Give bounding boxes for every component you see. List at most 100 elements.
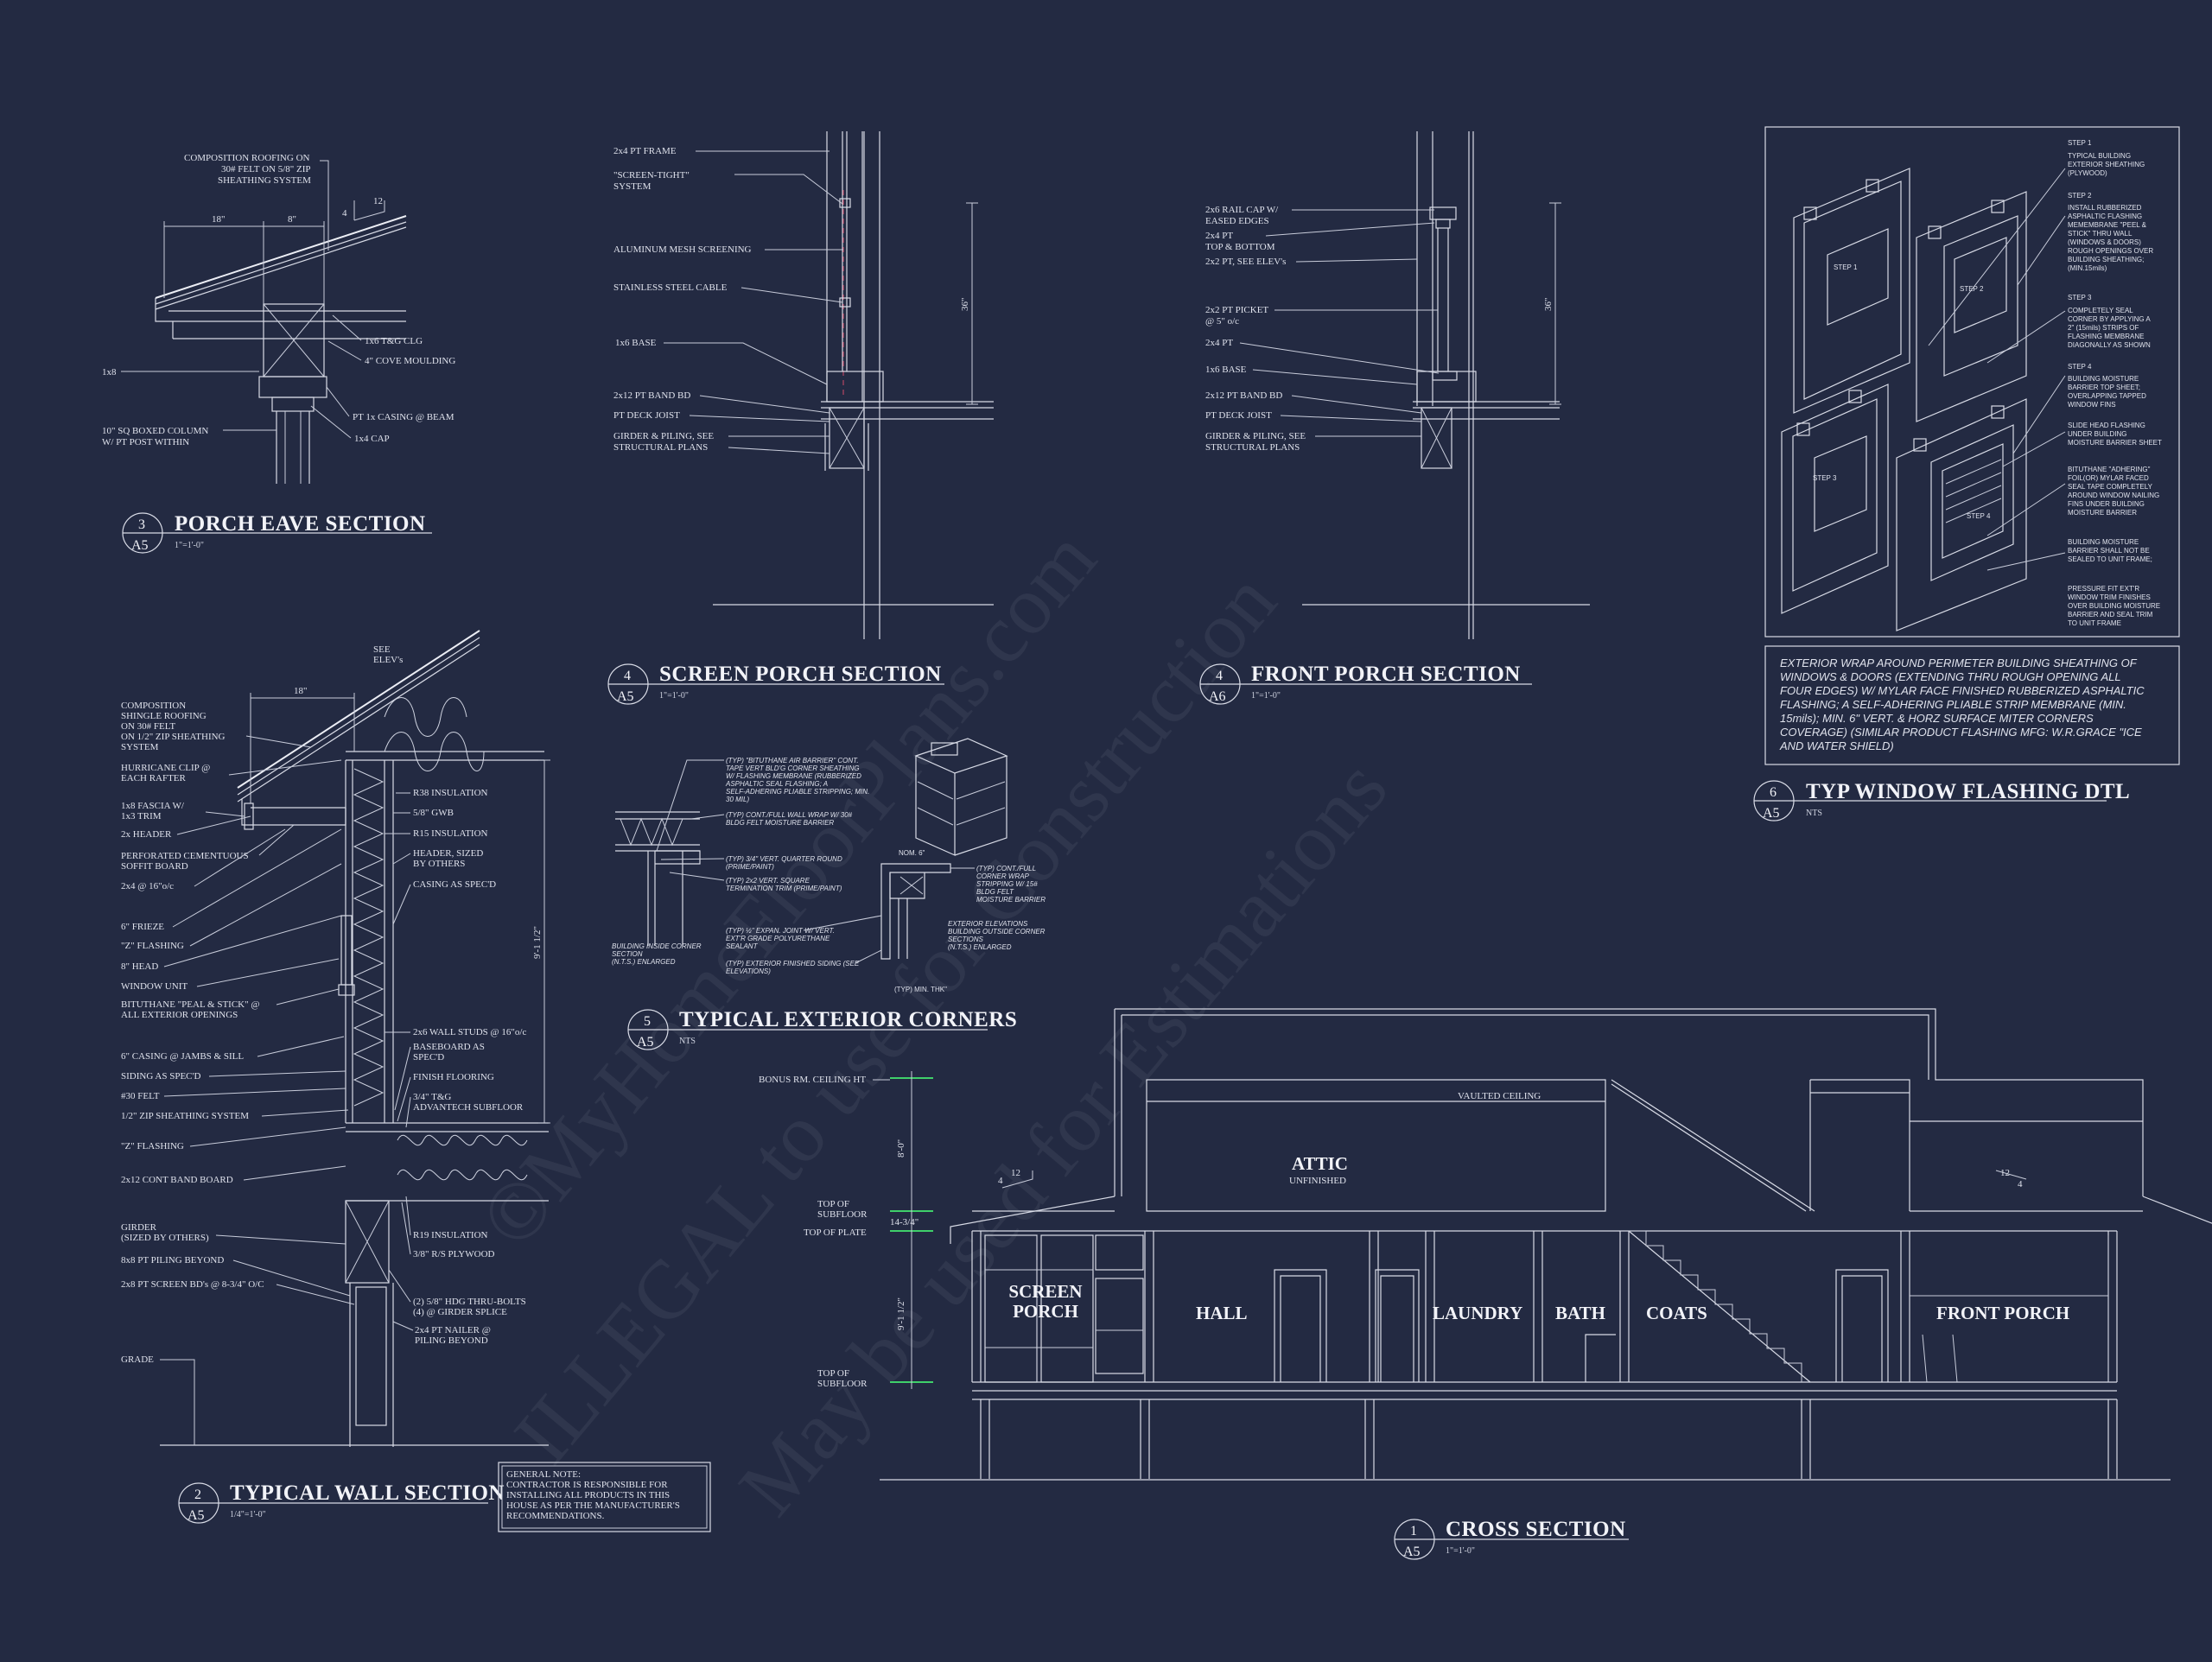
wall-hurricane-clip: HURRICANE CLIP @EACH RAFTER (121, 763, 210, 783)
eave-dim-8: 8" (288, 214, 296, 225)
cross-section-sheet-ref: A5 (1403, 1545, 1421, 1559)
eave-pitch-rise: 4 (342, 208, 347, 219)
porch-eave-title-text: PORCH EAVE SECTION (175, 512, 426, 536)
wall-section-sheet-ref: A5 (188, 1508, 205, 1523)
porch-eave-scale: 1"=1'-0" (175, 541, 204, 550)
wall-window-unit: WINDOW UNIT (121, 981, 188, 992)
cross-pitch-rise-left: 4 (998, 1176, 1003, 1186)
corner-min-thk: (TYP) MIN. THK" (894, 986, 947, 993)
wall-section-detail-number: 2 (194, 1488, 201, 1502)
fp-pt-note: 2x2 PT, SEE ELEV's (1205, 257, 1286, 267)
eave-clg-note: 1x6 T&G CLG (365, 336, 423, 346)
sp-cable-note: STAINLESS STEEL CABLE (613, 282, 728, 293)
corner-note-b: (TYP) CONT./FULL WALL WRAP W/ 30#BLDG FE… (726, 811, 853, 827)
wall-screen-bds: 2x8 PT SCREEN BD's @ 8-3/4" O/C (121, 1279, 264, 1290)
ext-corners-sheet-ref: A5 (637, 1035, 654, 1050)
wall-band-board: 2x12 CONT BAND BOARD (121, 1175, 233, 1185)
cross-section-detail-number: 1 (1410, 1524, 1417, 1538)
porch-eave-sheet-ref: A5 (131, 538, 149, 553)
step-4-head: STEP 4 (2068, 363, 2092, 371)
fp-girder-note-1: GIRDER & PILING, SEE (1205, 431, 1306, 441)
corner-nom-6: NOM. 6" (899, 849, 925, 857)
wall-piling: 8x8 PT PILING BEYOND (121, 1255, 224, 1266)
fp-girder-note-2: STRUCTURAL PLANS (1205, 442, 1300, 453)
fp-2x4-note: 2x4 PT (1205, 338, 1233, 348)
wall-casing-spec: CASING AS SPEC'D (413, 879, 496, 890)
sp-screentight-note-2: SYSTEM (613, 181, 652, 192)
ext-corners-scale: NTS (679, 1037, 696, 1046)
fp-joist-note: PT DECK JOIST (1205, 410, 1272, 421)
ext-corners-detail-number: 5 (644, 1014, 651, 1029)
step-1-head: STEP 1 (2068, 139, 2092, 147)
fp-rail-note-1: 2x6 RAIL CAP W/ (1205, 205, 1279, 215)
fp-band-note: 2x12 PT BAND BD (1205, 390, 1282, 401)
eave-column-note-2: W/ PT POST WITHIN (102, 437, 189, 447)
wall-section-title-text: TYPICAL WALL SECTION (230, 1481, 505, 1505)
wall-finish-flooring: FINISH FLOORING (413, 1072, 494, 1082)
wall-2x4-16: 2x4 @ 16"o/c (121, 881, 174, 891)
sp-girder-note-2: STRUCTURAL PLANS (613, 442, 708, 453)
front-porch-scale: 1"=1'-0" (1251, 691, 1281, 701)
fp-topbottom-note-1: 2x4 PT (1205, 231, 1233, 241)
corner-note-e: (TYP) ½" EXPAN. JOINT W/ VERT.EXT'R GRAD… (726, 927, 835, 950)
step-2-head: STEP 2 (2068, 192, 2092, 200)
wall-2x6-studs: 2x6 WALL STUDS @ 16"o/c (413, 1027, 526, 1037)
cross-dim-14-3-4: 14-3/4" (890, 1217, 918, 1227)
cross-section-title-text: CROSS SECTION (1446, 1518, 1626, 1541)
window-flashing-title: 6 A5 TYP WINDOW FLASHING DTL NTS (1753, 780, 2130, 821)
eave-roof-note-2: 30# FELT ON 5/8" ZIP (221, 164, 311, 174)
eave-1x8-note: 1x8 (102, 367, 117, 377)
eave-cap-note: 1x4 CAP (354, 434, 390, 444)
room-laundry: LAUNDRY (1433, 1303, 1522, 1323)
exterior-corners-detail: NOM. 6" (TYP) MIN. THK" (TYP) "BITUTHANE… (612, 738, 1046, 993)
attic-label: ATTIC (1292, 1153, 1348, 1174)
wall-casing-jambs: 6" CASING @ JAMBS & SILL (121, 1051, 244, 1062)
wall-gwb: 5/8" GWB (413, 808, 454, 818)
wall-r19: R19 INSULATION (413, 1230, 488, 1240)
wall-girder: GIRDER(SIZED BY OTHERS) (121, 1222, 209, 1243)
eave-roof-note-1: COMPOSITION ROOFING ON (184, 153, 310, 163)
screen-porch-dim-36: 36" (960, 298, 970, 312)
front-porch-dim-36: 36" (1543, 298, 1554, 312)
eave-cove-note: 4" COVE MOULDING (365, 356, 455, 366)
wall-section-scale: 1/4"=1'-0" (230, 1510, 266, 1519)
window-flashing-sheet-ref: A5 (1763, 806, 1780, 821)
front-porch-title: 4 A6 FRONT PORCH SECTION 1"=1'-0" (1199, 663, 1532, 705)
wall-r15: R15 INSULATION (413, 828, 488, 839)
screen-porch-title-text: SCREEN PORCH SECTION (659, 663, 942, 686)
porch-eave-title: 3 A5 PORCH EAVE SECTION 1"=1'-0" (122, 512, 432, 554)
wall-plywood: 3/8" R/S PLYWOOD (413, 1249, 495, 1259)
sp-base-note: 1x6 BASE (615, 338, 657, 348)
porch-eave-section: 18" 8" 4 12 COMPOSITION ROOFING ON 30# F… (102, 153, 455, 484)
fp-picket-note-1: 2x2 PT PICKET (1205, 305, 1268, 315)
wall-fascia: 1x8 FASCIA W/1x3 TRIM (121, 801, 185, 821)
level-bonus-ceiling: BONUS RM. CEILING HT (759, 1075, 866, 1085)
cross-pitch-rise-right: 4 (2018, 1179, 2023, 1189)
sp-screentight-note-1: "SCREEN-TIGHT" (613, 170, 690, 181)
fp-rail-note-2: EASED EDGES (1205, 216, 1269, 226)
eave-pitch-run: 12 (373, 196, 383, 206)
cross-section-scale: 1"=1'-0" (1446, 1546, 1475, 1556)
attic-unfinished-label: UNFINISHED (1289, 1176, 1346, 1186)
eave-roof-note-3: SHEATHING SYSTEM (218, 175, 311, 186)
exterior-corners-title: 5 A5 TYPICAL EXTERIOR CORNERS NTS (627, 1008, 1017, 1050)
wall-section-title: 2 A5 TYPICAL WALL SECTION 1/4"=1'-0" (178, 1481, 505, 1524)
cross-dim-8-0: 8'-0" (896, 1139, 906, 1158)
wall-30-felt: #30 FELT (121, 1091, 160, 1101)
